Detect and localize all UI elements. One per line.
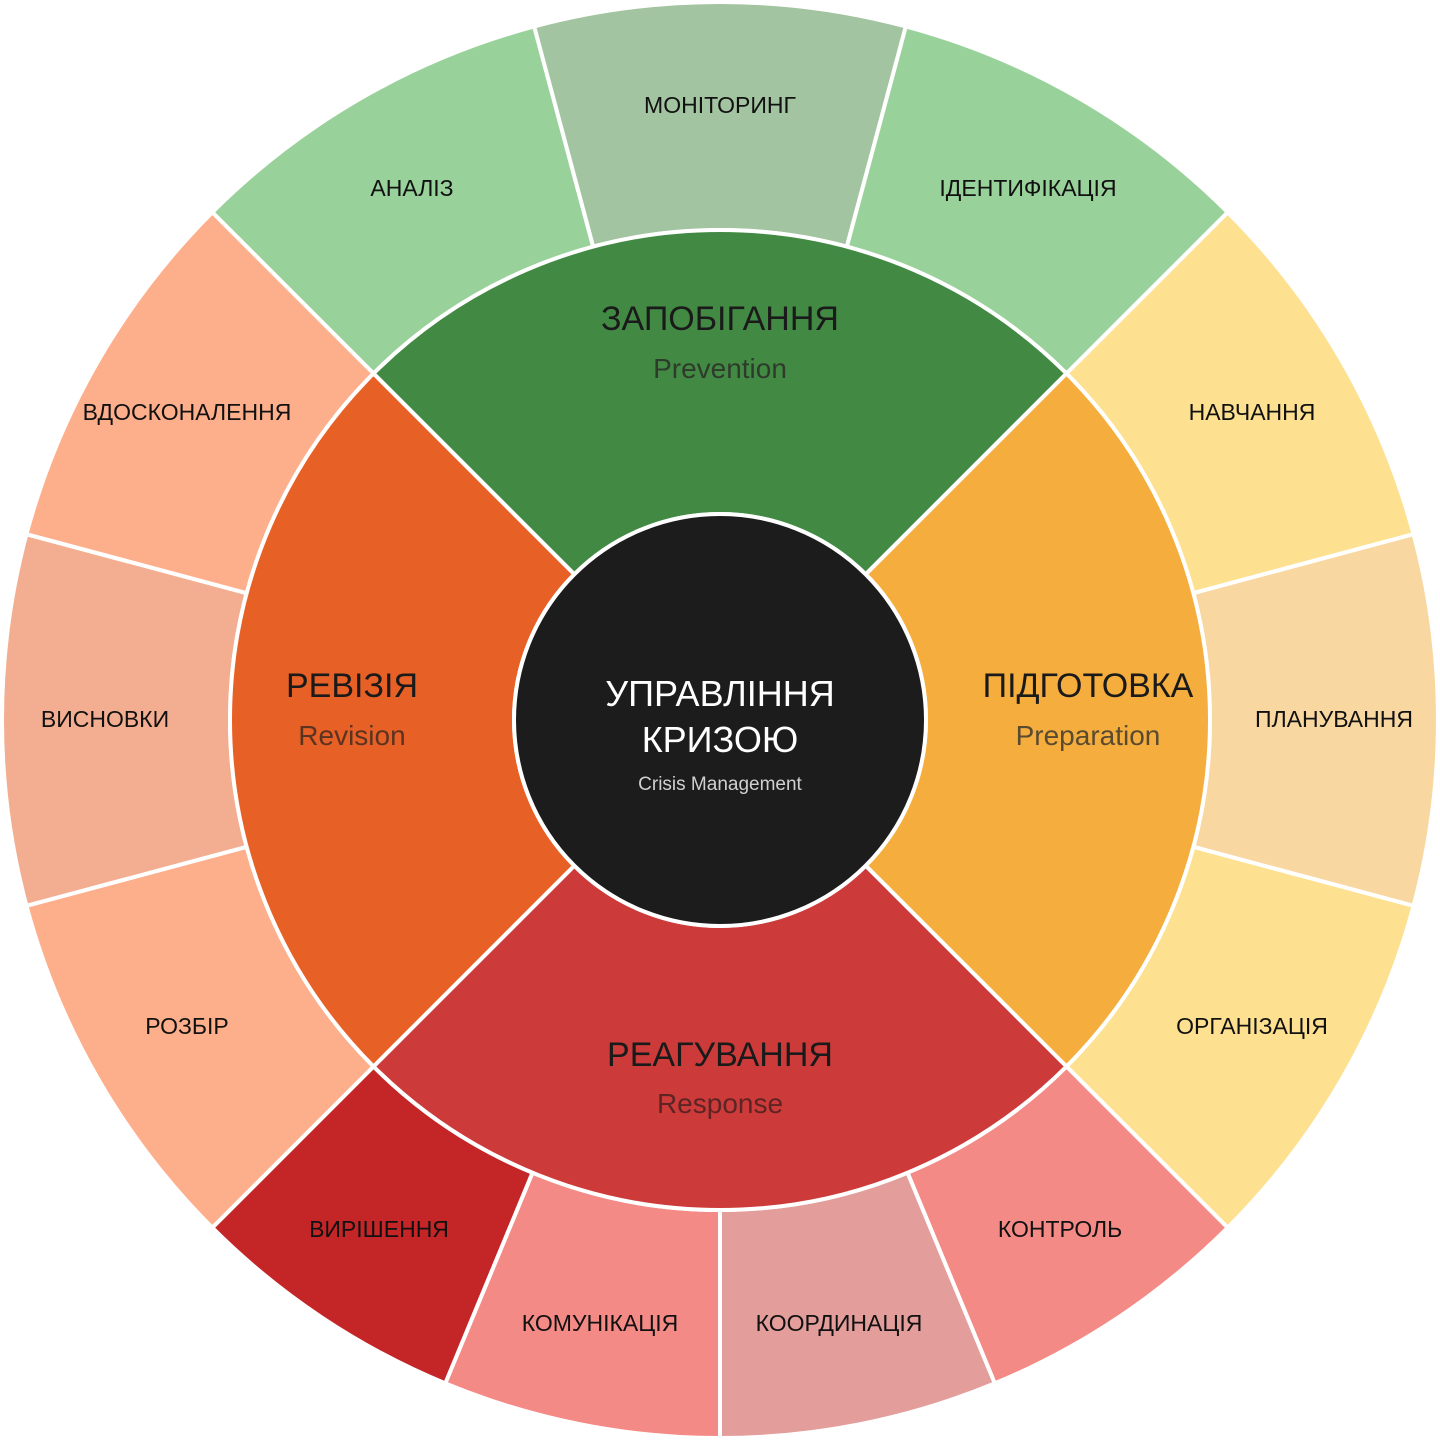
outer-label-prevention-3: ІДЕНТИФІКАЦІЯ [939,175,1116,201]
center-subtitle: Crisis Management [638,774,802,795]
outer-label-response-3: КОМУНІКАЦІЯ [522,1310,679,1336]
outer-label-prevention-1: АНАЛІЗ [370,175,453,201]
phase-title-prevention: ЗАПОБІГАННЯ [601,300,839,338]
outer-label-response-2: КООРДИНАЦІЯ [756,1310,923,1336]
outer-label-preparation-1: НАВЧАННЯ [1189,399,1316,425]
phase-subtitle-preparation: Preparation [1016,720,1161,751]
outer-label-response-1: КОНТРОЛЬ [998,1216,1122,1242]
outer-label-preparation-3: ОРГАНІЗАЦІЯ [1176,1013,1328,1039]
outer-label-preparation-2: ПЛАНУВАННЯ [1255,706,1413,732]
phase-title-preparation: ПІДГОТОВКА [983,667,1194,705]
center-title-line1: УПРАВЛІННЯ [605,673,835,714]
center-circle [512,512,928,928]
outer-label-revision-2: ВИСНОВКИ [41,706,169,732]
outer-label-revision-3: ВДОСКОНАЛЕННЯ [83,399,292,425]
outer-segment-prevention-2 [531,0,909,250]
phase-subtitle-response: Response [657,1088,783,1119]
outer-label-revision-1: РОЗБІР [145,1013,228,1039]
phase-title-response: РЕАГУВАННЯ [607,1036,833,1074]
center-hub: УПРАВЛІННЯ КРИЗОЮ Crisis Management [512,512,928,928]
phase-title-revision: РЕВІЗІЯ [286,667,418,705]
outer-label-response-4: ВИРІШЕННЯ [309,1216,449,1242]
phase-subtitle-prevention: Prevention [653,353,787,384]
outer-label-prevention-2: МОНІТОРИНГ [644,92,796,118]
center-title-line2: КРИЗОЮ [642,719,799,760]
phase-subtitle-revision: Revision [298,720,405,751]
